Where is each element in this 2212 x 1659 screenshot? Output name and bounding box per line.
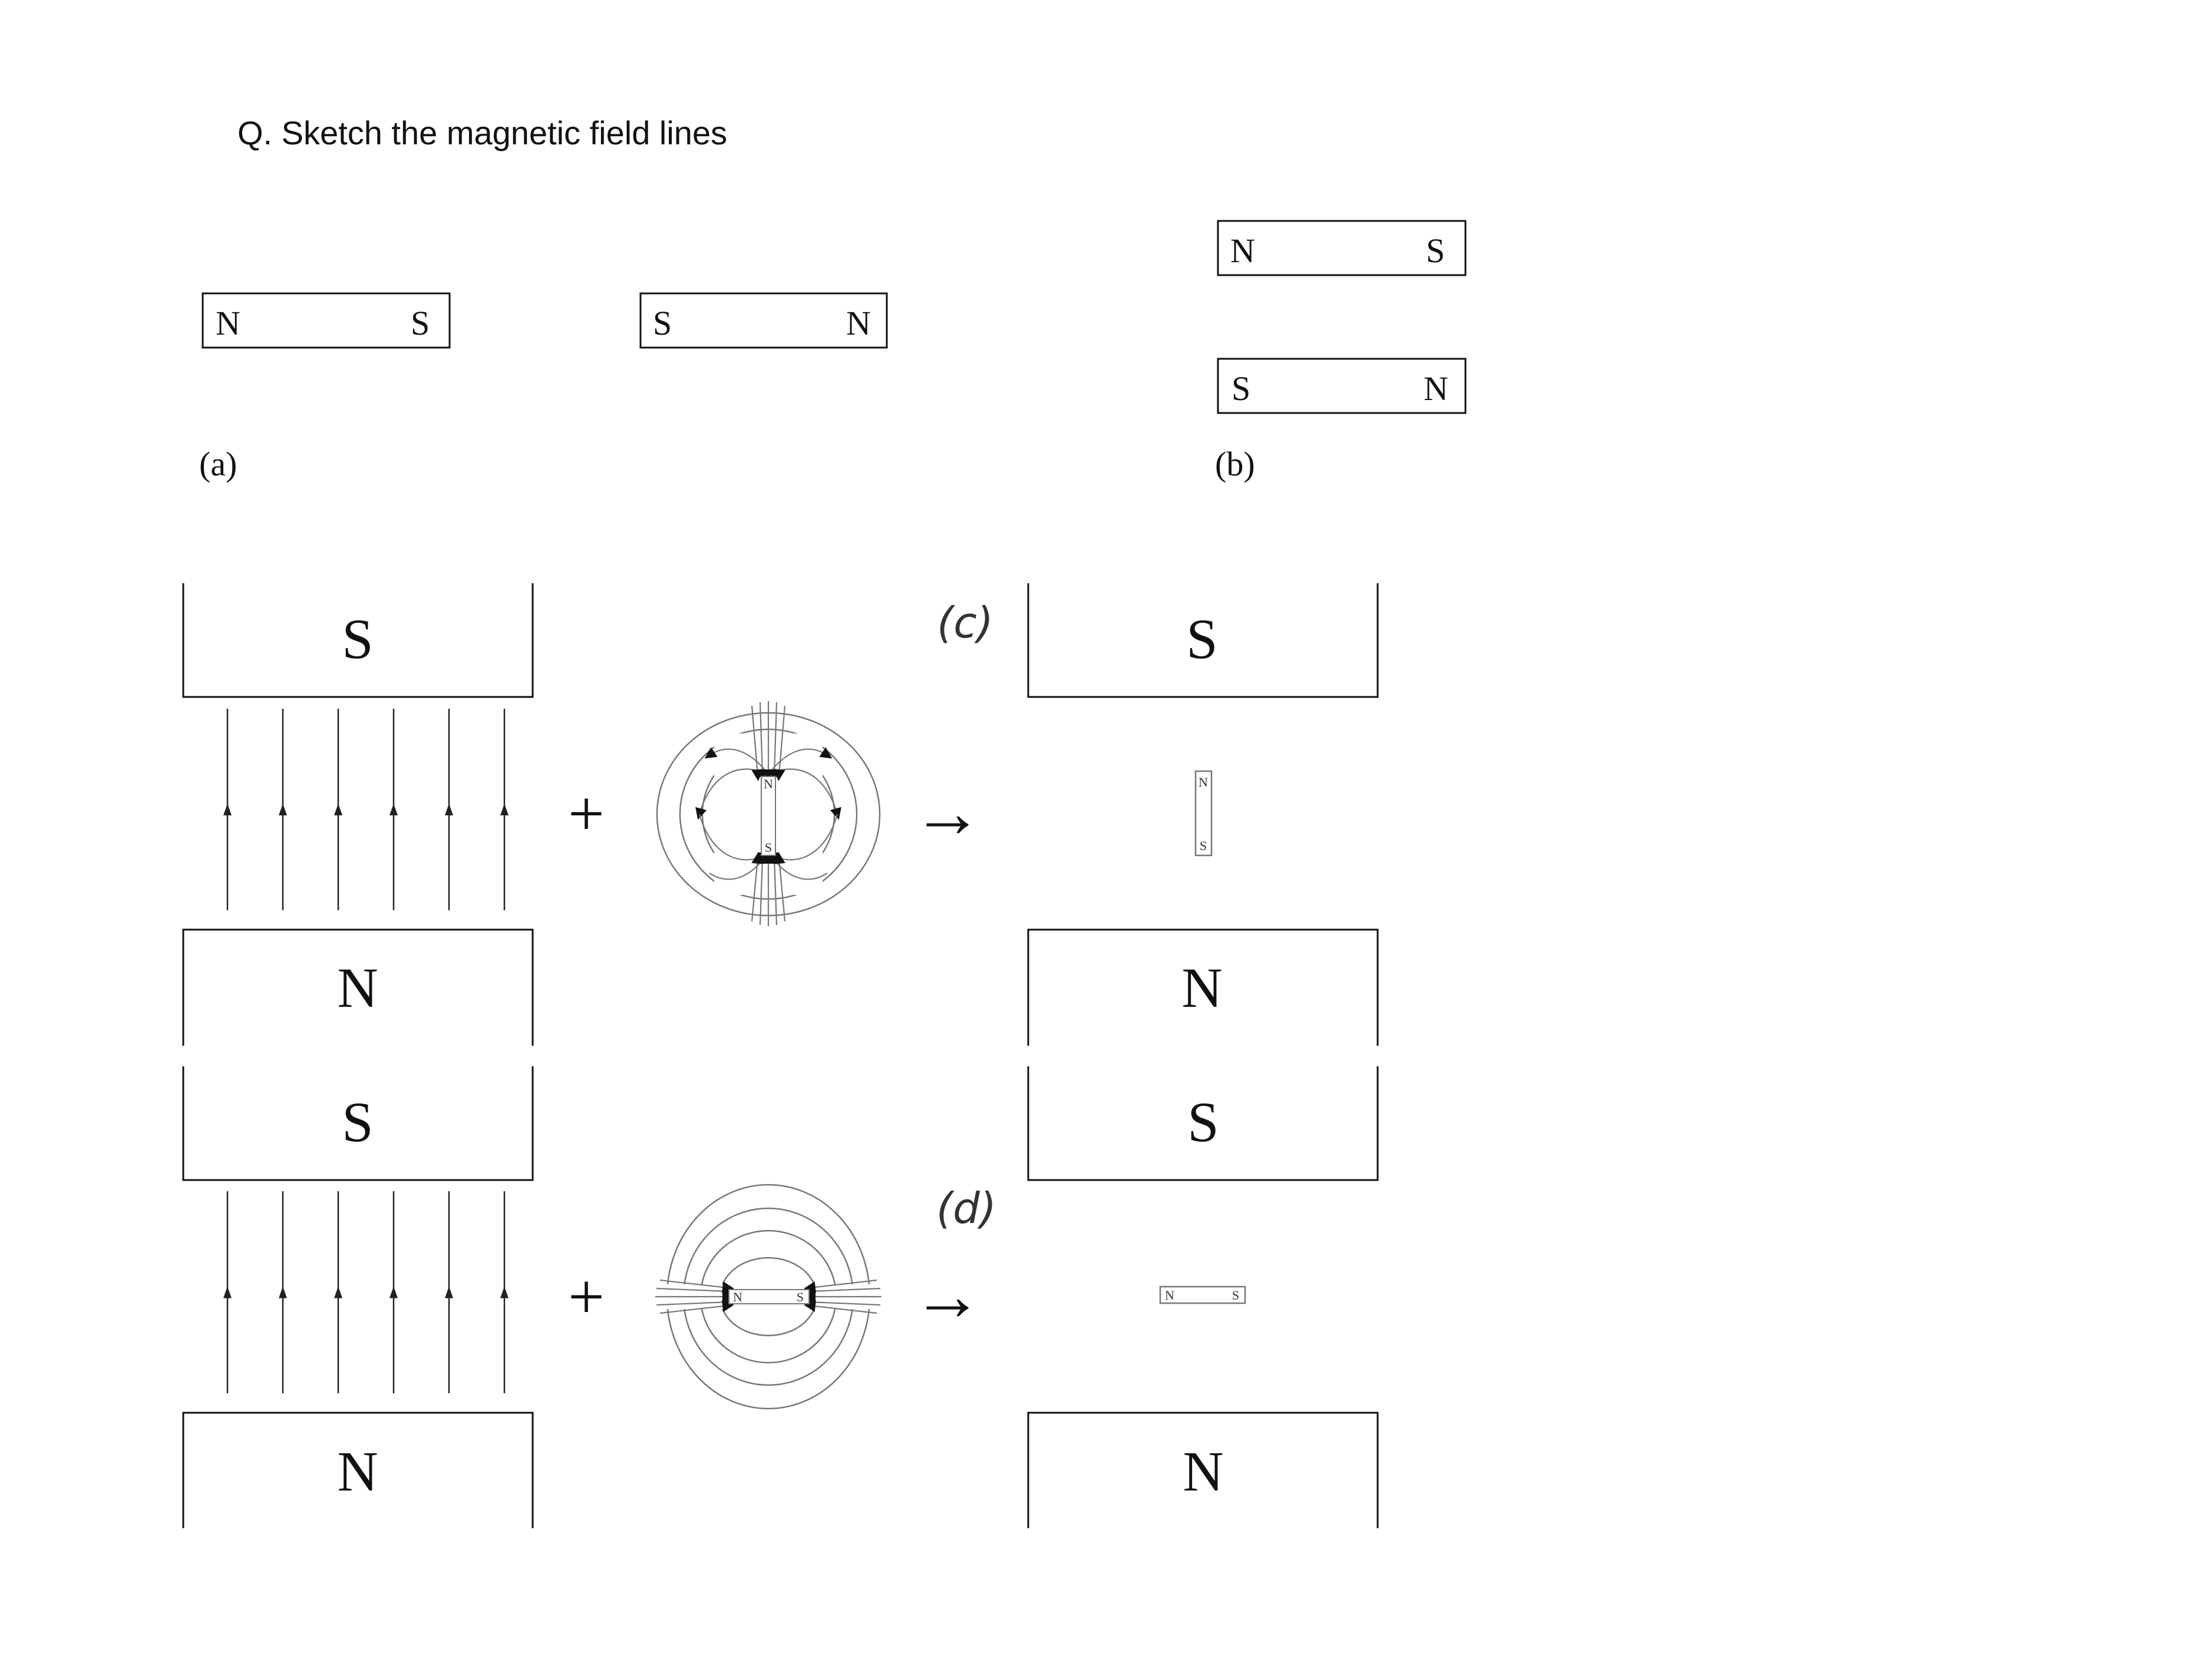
dipole-pole-label: S <box>765 840 772 855</box>
small-magnet-pole: N <box>1199 775 1208 789</box>
field-arrowhead <box>279 1286 287 1298</box>
dipole-pole-label: S <box>797 1290 804 1304</box>
field-arrowhead <box>334 804 342 815</box>
field-arrowhead <box>389 804 398 815</box>
pole-face-top <box>182 1066 534 1181</box>
pole-label: S <box>1426 232 1445 270</box>
field-arrowhead <box>500 1286 509 1298</box>
pole-label: S <box>411 304 430 342</box>
pole-label: N <box>1230 232 1255 270</box>
part-c-label: (c) <box>937 598 993 647</box>
pole-label: N <box>846 304 871 342</box>
small-magnet-pole: S <box>1200 838 1207 853</box>
small-magnet-vertical: N S <box>1194 770 1213 857</box>
pole-label-large: S <box>342 1090 373 1154</box>
pole-face-bottom <box>1027 1412 1379 1528</box>
pole-label-large: N <box>337 956 378 1019</box>
pole-label-large: N <box>337 1440 378 1503</box>
part-d: S N + <box>182 1066 1379 1528</box>
pole-label: S <box>653 304 672 342</box>
dipole-pole-label: N <box>764 776 773 791</box>
uniform-field-d: S N <box>182 1066 534 1528</box>
pole-label-large: N <box>1183 1440 1223 1503</box>
pole-face-bottom <box>182 1412 534 1528</box>
arrow-symbol: → <box>912 774 983 852</box>
small-magnet-horizontal: N S <box>1159 1285 1246 1304</box>
pole-label-large: S <box>1186 607 1217 670</box>
pole-label: N <box>216 304 240 342</box>
field-arrowhead <box>279 804 287 815</box>
pole-label-large: N <box>1181 956 1222 1019</box>
field-lines-uniform <box>223 1191 509 1393</box>
field-arrowhead <box>445 804 453 815</box>
pole-face-bottom <box>1027 928 1379 1046</box>
answer-field-c: S N S N <box>1027 583 1379 1046</box>
pole-face-top <box>1027 583 1379 698</box>
dipole-pole-label: N <box>733 1290 742 1304</box>
pole-label-large: S <box>342 607 373 670</box>
uniform-field-c: S N <box>182 583 534 1046</box>
small-magnet-pole: S <box>1232 1288 1239 1303</box>
small-magnet-pole: N <box>1165 1288 1174 1303</box>
dipole-field-vertical: N S <box>656 701 881 926</box>
pole-label: N <box>1424 369 1448 408</box>
plus-sign: + <box>568 778 605 850</box>
field-arrowhead <box>500 804 509 815</box>
field-arrowhead <box>389 1286 398 1298</box>
dipole-field-horizontal: N S <box>655 1184 882 1410</box>
arrow-symbol: → <box>912 1257 983 1335</box>
bar-magnet-a-left: N S <box>202 292 451 349</box>
question-title: Q. Sketch the magnetic field lines <box>237 114 727 151</box>
pole-face-top <box>182 583 534 698</box>
pole-label-large: S <box>1187 1090 1219 1154</box>
part-a-label: (a) <box>199 445 237 483</box>
part-b: N S S N (b) <box>1215 220 1467 483</box>
field-arrowhead <box>223 804 232 815</box>
field-arrowhead <box>445 1286 453 1298</box>
pole-face-bottom <box>182 928 534 1046</box>
pole-face-top <box>1027 1066 1379 1181</box>
part-a: N S S N (a) <box>199 292 888 483</box>
bar-magnet-b-bottom: S N <box>1217 358 1467 414</box>
pole-label: S <box>1232 369 1250 408</box>
part-c: S N + <box>182 583 1379 1046</box>
answer-field-d: S N S N <box>1027 1066 1379 1528</box>
part-b-label: (b) <box>1215 445 1255 483</box>
bar-magnet-a-right: S N <box>639 292 888 349</box>
part-d-label: (d) <box>936 1184 996 1233</box>
field-lines-uniform <box>223 709 509 910</box>
field-arrowhead <box>223 1286 232 1298</box>
bar-magnet-b-top: N S <box>1217 220 1467 276</box>
field-arrowhead <box>334 1286 342 1298</box>
plus-sign: + <box>568 1261 605 1333</box>
